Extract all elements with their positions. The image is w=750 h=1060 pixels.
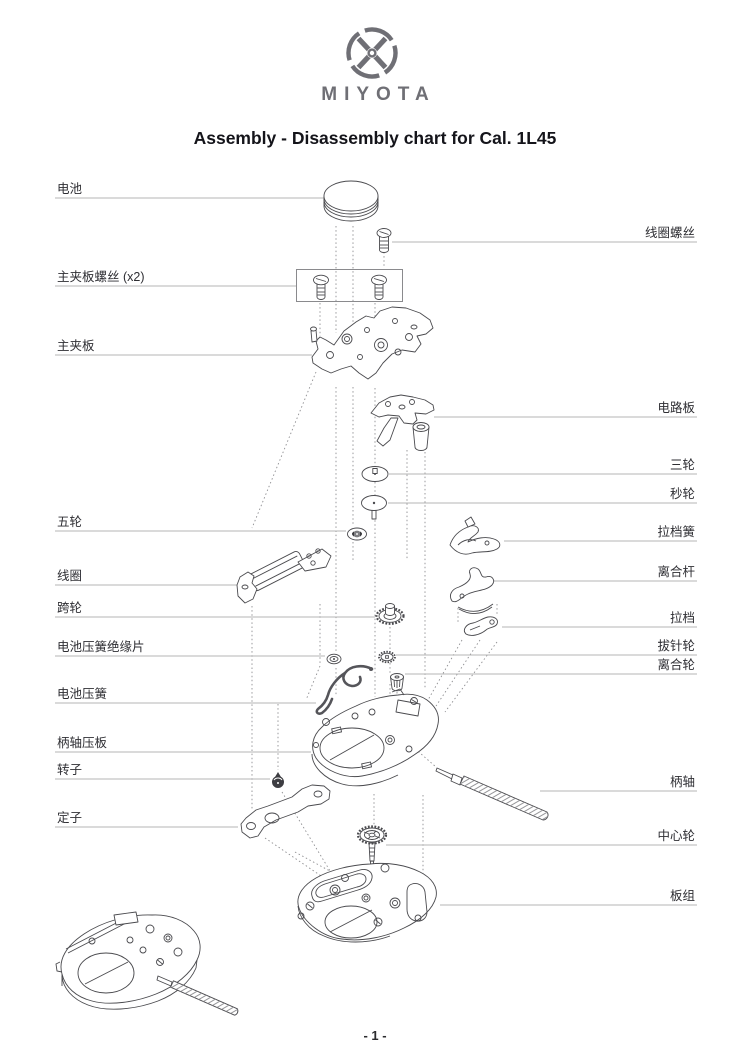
- label-battery-spring: 电池压簧: [57, 687, 108, 701]
- label-clutch-wheel: 离合轮: [657, 658, 695, 672]
- hand-setting-wheel-drawing: [378, 650, 396, 664]
- rotor-drawing: [272, 772, 284, 788]
- miyota-logo-icon: [346, 27, 398, 79]
- assembled-movement-drawing: [55, 911, 239, 1016]
- plate-assembly-drawing: [297, 862, 437, 943]
- label-hand-setting-wheel: 拔针轮: [657, 639, 695, 653]
- circuit-board-drawing: [370, 394, 435, 451]
- battery-drawing: [323, 180, 379, 222]
- fifth-wheel-drawing: [347, 527, 367, 541]
- stator-drawing: [240, 784, 331, 839]
- label-main-plate: 主夹板: [57, 339, 95, 353]
- setting-lever-drawing: [463, 616, 498, 636]
- label-stem: 柄轴: [669, 775, 695, 789]
- second-wheel-drawing: [361, 495, 387, 520]
- clutch-lever-drawing: [449, 567, 495, 614]
- label-circuit-board: 电路板: [657, 401, 695, 415]
- label-battery-spring-insulator: 电池压簧绝缘片: [57, 640, 145, 654]
- label-second-wheel: 秒轮: [669, 487, 695, 501]
- stem-holder-plate-drawing: [311, 688, 439, 787]
- stem-drawing: [435, 767, 549, 821]
- main-plate-drawing: [310, 306, 434, 380]
- label-plate-assembly: 板组: [669, 889, 695, 903]
- third-wheel-drawing: [361, 466, 389, 482]
- coil-screw-drawing: [376, 228, 392, 253]
- page-title: Assembly - Disassembly chart for Cal. 1L…: [193, 128, 557, 148]
- battery-spring-insulator-drawing: [326, 653, 342, 665]
- label-third-wheel: 三轮: [669, 458, 695, 472]
- center-wheel-drawing: [356, 825, 388, 867]
- label-intermediate-wheel: 跨轮: [57, 601, 83, 615]
- label-fifth-wheel: 五轮: [57, 515, 83, 529]
- label-clutch-lever: 离合杆: [657, 565, 695, 579]
- label-coil-screw: 线圈螺丝: [644, 226, 695, 240]
- intermediate-wheel-drawing: [375, 603, 405, 625]
- label-coil: 线圈: [57, 569, 83, 583]
- battery-spring-drawing: [315, 664, 374, 715]
- label-rotor: 转子: [57, 763, 83, 777]
- label-battery: 电池: [57, 182, 83, 196]
- label-setting-lever: 拉档: [669, 611, 695, 625]
- label-stator: 定子: [57, 811, 83, 825]
- clutch-wheel-drawing: [390, 673, 404, 692]
- coil-drawing: [236, 548, 332, 604]
- label-stem-holder-plate: 柄轴压板: [57, 736, 108, 750]
- brand-wordmark: MIYOTA: [321, 84, 436, 105]
- leader-lines: [55, 197, 697, 906]
- label-main-plate-screws: 主夹板螺丝 (x2): [57, 270, 145, 284]
- page-number: - 1 -: [363, 1028, 387, 1043]
- setting-lever-spring-drawing: [449, 516, 501, 555]
- main-plate-screws-drawing: [296, 269, 403, 302]
- label-center-wheel: 中心轮: [657, 829, 695, 843]
- label-setting-lever-spring: 拉档簧: [657, 525, 695, 539]
